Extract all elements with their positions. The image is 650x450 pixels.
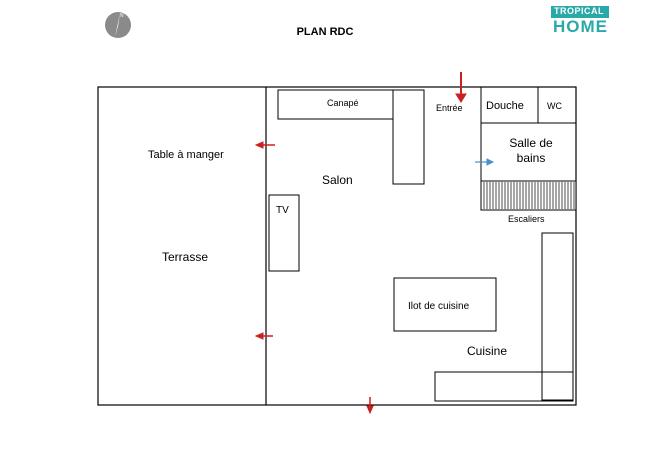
- logo-banner: TROPICAL: [551, 6, 609, 18]
- label-douche: Douche: [486, 100, 524, 112]
- terrace-door-arrow-bottom: [254, 332, 273, 340]
- label-cuisine: Cuisine: [467, 344, 508, 358]
- compass-icon: N: [105, 12, 131, 38]
- outer-wall: [97, 86, 577, 406]
- label-wc: WC: [547, 101, 562, 111]
- label-salon: Salon: [322, 173, 353, 187]
- label-canape: Canapé: [327, 98, 359, 108]
- back-door-arrow: [366, 397, 374, 415]
- label-salle-de-bains: Salle de bains: [509, 136, 553, 165]
- staircase-steps: [483, 182, 575, 209]
- page-title: PLAN RDC: [296, 26, 354, 38]
- kitchen-counter-corner: [541, 371, 574, 402]
- compass-north-letter: N: [120, 13, 124, 19]
- kitchen-counter-horizontal: [434, 371, 543, 402]
- label-ilot-de-cuisine: Ilot de cuisine: [408, 301, 470, 312]
- terrace-door-arrow-top: [254, 141, 275, 149]
- label-table-a-manger: Table à manger: [148, 149, 224, 161]
- label-entree: Entrée: [436, 103, 463, 113]
- kitchen-counter-vertical: [541, 232, 574, 401]
- logo-line1: TROPICAL: [554, 6, 604, 16]
- label-escaliers: Escaliers: [508, 214, 545, 224]
- label-tv: TV: [276, 205, 289, 216]
- entrance-arrow: [455, 72, 467, 103]
- tv-unit: [268, 194, 300, 272]
- staircase: [480, 180, 577, 211]
- sofa-side: [392, 89, 425, 185]
- tropical-home-logo: TROPICAL HOME: [551, 6, 611, 40]
- label-terrasse: Terrasse: [162, 250, 209, 264]
- logo-line2: HOME: [553, 17, 608, 36]
- bathroom-door-arrow: [475, 158, 495, 166]
- kitchen-island: [393, 277, 497, 332]
